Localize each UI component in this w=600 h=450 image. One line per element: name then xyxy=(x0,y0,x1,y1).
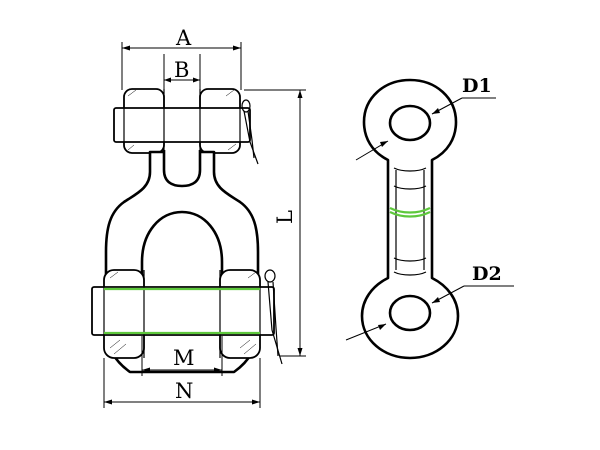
dimension-n: N xyxy=(103,358,261,408)
bottom-bolt-pin xyxy=(91,286,275,336)
dimension-d2: D2 xyxy=(345,263,514,341)
bottom-eye-hole xyxy=(388,294,432,332)
label-n: N xyxy=(175,379,193,403)
label-l: L xyxy=(273,210,297,224)
label-a: A xyxy=(175,26,192,50)
top-bolt-pin xyxy=(113,107,251,143)
link-highlight-band xyxy=(389,207,431,214)
bottom-cotter-pin xyxy=(264,269,283,365)
dimension-m: M xyxy=(141,336,223,376)
dimension-d1: D1 xyxy=(355,75,496,161)
top-cotter-pin xyxy=(241,99,259,165)
dimension-l: L xyxy=(244,89,306,357)
label-b: B xyxy=(174,58,189,82)
shackle-d-opening xyxy=(140,210,224,300)
dimension-b: B xyxy=(163,54,201,90)
top-eye-hole xyxy=(388,104,432,142)
link-side-view: D1 D2 xyxy=(345,75,514,360)
label-d1: D1 xyxy=(462,75,492,97)
dimension-a: A xyxy=(121,26,242,90)
shackle-front-view: A B L M xyxy=(91,26,306,408)
top-nut-hatching xyxy=(127,89,237,151)
link-body xyxy=(360,78,460,360)
bottom-nut-hatching xyxy=(109,271,257,355)
label-d2: D2 xyxy=(472,263,502,285)
label-m: M xyxy=(173,346,195,370)
shackle-top-slot xyxy=(162,150,202,188)
